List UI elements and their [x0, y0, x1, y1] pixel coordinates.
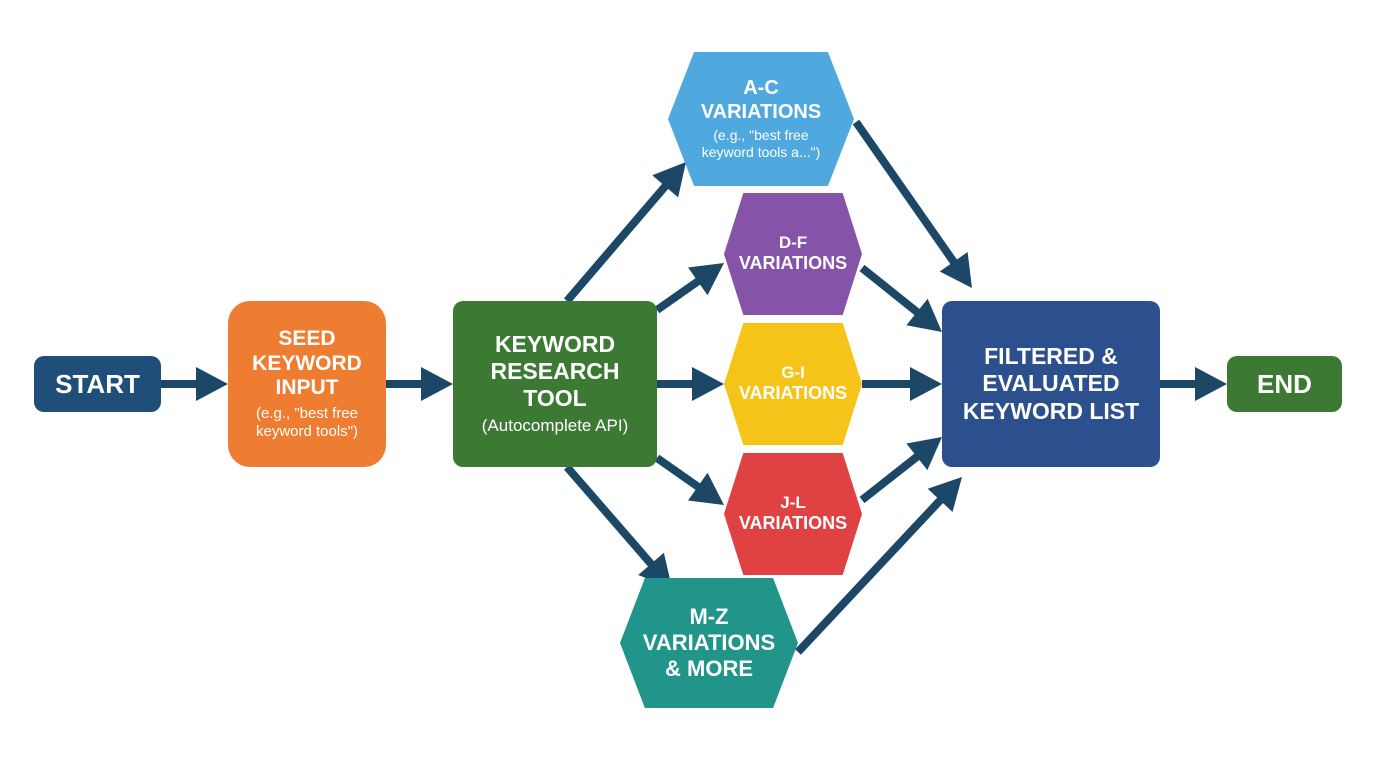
- end-node: END: [1227, 356, 1342, 412]
- arrow-jl-to-filtered: [859, 437, 942, 504]
- start-label: START: [55, 368, 140, 399]
- gi-title-line-1: G-I: [781, 363, 805, 383]
- jl-variations-node: J-L VARIATIONS: [724, 453, 862, 575]
- mz-title-line-2: VARIATIONS: [642, 630, 776, 656]
- filtered-keyword-list-node: FILTERED & EVALUATED KEYWORD LIST: [942, 301, 1160, 467]
- arrow-tool-to-jl-head: [688, 472, 724, 505]
- gi-title-line-2: VARIATIONS: [738, 383, 848, 404]
- seed-keyword-input-node: SEED KEYWORD INPUT (e.g., "best free key…: [228, 301, 386, 467]
- arrow-seed-to-tool-head: [421, 367, 453, 401]
- arrow-df-to-filtered-shaft: [859, 264, 922, 317]
- arrow-tool-to-df: [654, 263, 724, 314]
- jl-title-line-2: VARIATIONS: [738, 513, 848, 534]
- seed-sub-line-1: (e.g., "best free: [255, 405, 359, 423]
- arrow-tool-to-gi: [657, 367, 724, 401]
- df-variations-node: D-F VARIATIONS: [724, 193, 862, 315]
- ac-title-line-2: VARIATIONS: [700, 100, 822, 123]
- df-title-line-2: VARIATIONS: [738, 253, 848, 274]
- ac-sub-line-2: keyword tools a..."): [701, 144, 821, 161]
- seed-title-line-2: KEYWORD: [252, 351, 362, 375]
- arrow-jl-to-filtered-head: [906, 437, 942, 471]
- arrow-tool-to-gi-head: [692, 367, 724, 401]
- arrow-ac-to-filtered-head: [939, 252, 972, 288]
- arrow-start-to-seed: [161, 367, 228, 401]
- tool-title-line-1: KEYWORD: [494, 331, 616, 358]
- arrow-gi-to-filtered: [862, 367, 942, 401]
- end-label: END: [1257, 368, 1312, 399]
- ac-variations-node: A-C VARIATIONS (e.g., "best free keyword…: [668, 52, 854, 186]
- arrow-tool-to-ac: [563, 162, 686, 304]
- filtered-title-line-2: EVALUATED: [982, 370, 1120, 397]
- tool-sub-line-1: (Autocomplete API): [481, 416, 629, 436]
- arrow-tool-to-df-shaft: [654, 276, 702, 314]
- arrow-tool-to-ac-head: [652, 162, 686, 198]
- arrow-seed-to-tool: [386, 367, 453, 401]
- arrow-tool-to-ac-shaft: [563, 182, 670, 304]
- mz-title-line-3: & MORE: [665, 655, 753, 681]
- filtered-title-line-1: FILTERED &: [984, 343, 1118, 370]
- arrow-jl-to-filtered-shaft: [859, 452, 921, 504]
- gi-variations-node: G-I VARIATIONS: [724, 323, 862, 445]
- arrow-mz-to-filtered-head: [927, 477, 962, 512]
- df-title-line-1: D-F: [778, 233, 808, 253]
- arrow-ac-to-filtered-shaft: [852, 119, 959, 266]
- seed-sub-line-2: keyword tools"): [255, 423, 359, 441]
- start-node: START: [34, 356, 161, 412]
- mz-variations-node: M-Z VARIATIONS & MORE: [620, 578, 798, 708]
- ac-sub-line-1: (e.g., "best free: [713, 127, 809, 144]
- seed-title-line-3: INPUT: [275, 376, 339, 400]
- arrow-start-to-seed-head: [196, 367, 228, 401]
- arrow-filtered-to-end-head: [1195, 367, 1227, 401]
- tool-title-line-2: RESEARCH: [490, 358, 620, 385]
- arrow-df-to-filtered-head: [906, 298, 942, 332]
- seed-title-line-1: SEED: [278, 326, 336, 350]
- arrow-tool-to-mz-shaft: [563, 464, 656, 568]
- jl-title-line-1: J-L: [780, 493, 806, 513]
- arrow-filtered-to-end: [1160, 367, 1227, 401]
- ac-title-line-1: A-C: [743, 77, 779, 100]
- arrow-mz-to-filtered-shaft: [795, 496, 945, 655]
- tool-title-line-3: TOOL: [523, 385, 587, 412]
- arrow-tool-to-jl: [654, 454, 724, 505]
- arrow-tool-to-mz: [563, 464, 672, 588]
- arrow-mz-to-filtered: [795, 477, 962, 655]
- keyword-research-tool-node: KEYWORD RESEARCH TOOL (Autocomplete API): [453, 301, 657, 467]
- arrow-gi-to-filtered-head: [910, 367, 942, 401]
- arrow-tool-to-jl-shaft: [654, 454, 702, 492]
- arrow-tool-to-df-head: [688, 263, 724, 296]
- filtered-title-line-3: KEYWORD LIST: [962, 397, 1140, 424]
- arrow-ac-to-filtered: [852, 119, 972, 288]
- mz-title-line-1: M-Z: [689, 604, 729, 630]
- arrow-df-to-filtered: [859, 264, 942, 332]
